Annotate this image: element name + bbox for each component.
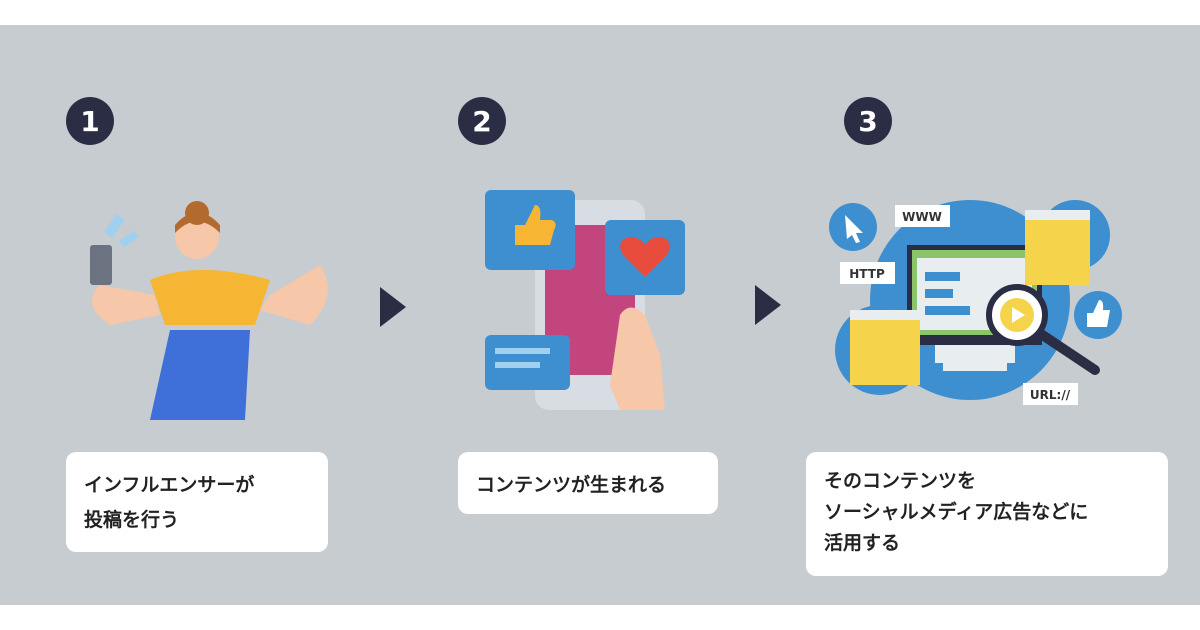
http-label: HTTP [849,267,885,281]
step-3-line: そのコンテンツを [824,470,977,492]
arrow-right-icon [380,287,406,327]
arrow-right-icon [755,285,781,325]
step-3-badge: 3 [844,97,892,145]
step-2-line: コンテンツが生まれる [476,474,667,496]
step-2-description: コンテンツが生まれる [458,452,718,514]
social-content-illustration [485,190,685,410]
cursor-icon [845,215,863,243]
step-1-line: インフルエンサーが [84,474,255,496]
www-label: WWW [902,210,942,224]
url-label: URL:// [1030,388,1071,402]
step-3-description: そのコンテンツを ソーシャルメディア広告などに 活用する [806,452,1168,576]
step-1-line: 投稿を行う [84,509,180,531]
step-1-description: インフルエンサーが 投稿を行う [66,452,328,552]
web-ads-illustration: WWW HTTP URL:// [829,200,1122,405]
step-2-badge: 2 [458,97,506,145]
influencer-illustration [90,201,328,420]
thumbs-up-icon [1087,300,1110,327]
step-3-line: 活用する [824,532,901,554]
step-1-badge: 1 [66,97,114,145]
play-icon [1012,307,1025,323]
step-3-line: ソーシャルメディア広告などに [824,501,1089,523]
